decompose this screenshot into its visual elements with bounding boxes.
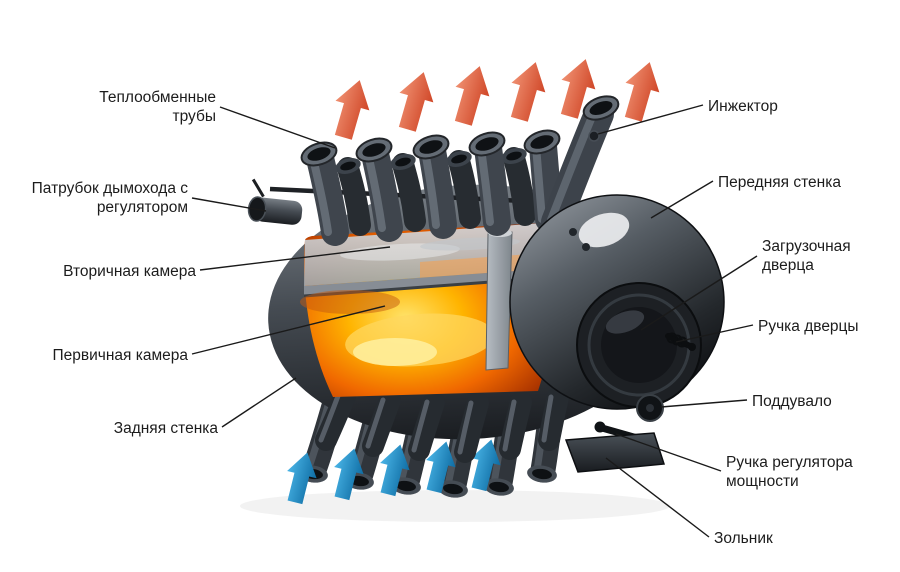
top-tube-openings bbox=[300, 129, 561, 167]
front-wall-disc bbox=[509, 194, 725, 445]
leader-line bbox=[221, 377, 297, 428]
leader-line bbox=[660, 399, 748, 408]
leader-line bbox=[605, 457, 710, 538]
leader-line bbox=[191, 197, 267, 212]
loading-door bbox=[576, 282, 702, 408]
leader-line bbox=[675, 324, 754, 343]
label-back-wall: Задняя стенка bbox=[113, 420, 218, 437]
hot-air-arrow bbox=[502, 57, 553, 125]
hot-air-arrow bbox=[446, 61, 497, 129]
label-air-damper: Поддувало bbox=[752, 393, 832, 410]
leader-line bbox=[219, 106, 336, 149]
chimney-opening bbox=[582, 95, 620, 121]
label-loading-door: Загрузочная дверца bbox=[762, 238, 851, 275]
top-tube-rear-openings bbox=[335, 148, 527, 174]
leader-line bbox=[650, 180, 714, 219]
belly-ribs bbox=[315, 385, 569, 463]
label-power-regulator-handle: Ручка регулятора мощности bbox=[726, 454, 853, 491]
leader-line bbox=[199, 246, 391, 271]
label-door-handle: Ручка дверцы bbox=[758, 318, 859, 335]
label-ash-pan: Зольник bbox=[714, 530, 773, 547]
chimney-stub bbox=[247, 178, 303, 225]
label-heat-exchange-tubes: Теплообменные трубы bbox=[99, 89, 216, 126]
leader-line bbox=[615, 433, 722, 472]
hot-air-arrow bbox=[616, 57, 667, 125]
label-injector: Инжектор bbox=[708, 98, 778, 115]
label-chimney-pipe: Патрубок дымохода с регулятором bbox=[31, 180, 188, 217]
leader-line bbox=[597, 104, 704, 135]
label-front-wall: Передняя стенка bbox=[718, 174, 841, 191]
hot-air-arrow bbox=[390, 67, 441, 135]
air-damper bbox=[636, 394, 664, 422]
leader-lines bbox=[191, 104, 758, 538]
label-secondary-chamber: Вторичная камера bbox=[63, 263, 196, 280]
cutaway-interior bbox=[300, 222, 558, 397]
ash-pan bbox=[564, 432, 666, 473]
injector-nozzle bbox=[588, 130, 600, 142]
inner-injector-pipe bbox=[485, 231, 513, 371]
leader-line bbox=[640, 255, 758, 331]
leader-line bbox=[191, 305, 386, 355]
hot-air-arrow bbox=[326, 75, 377, 143]
label-primary-chamber: Первичная камера bbox=[52, 347, 189, 364]
